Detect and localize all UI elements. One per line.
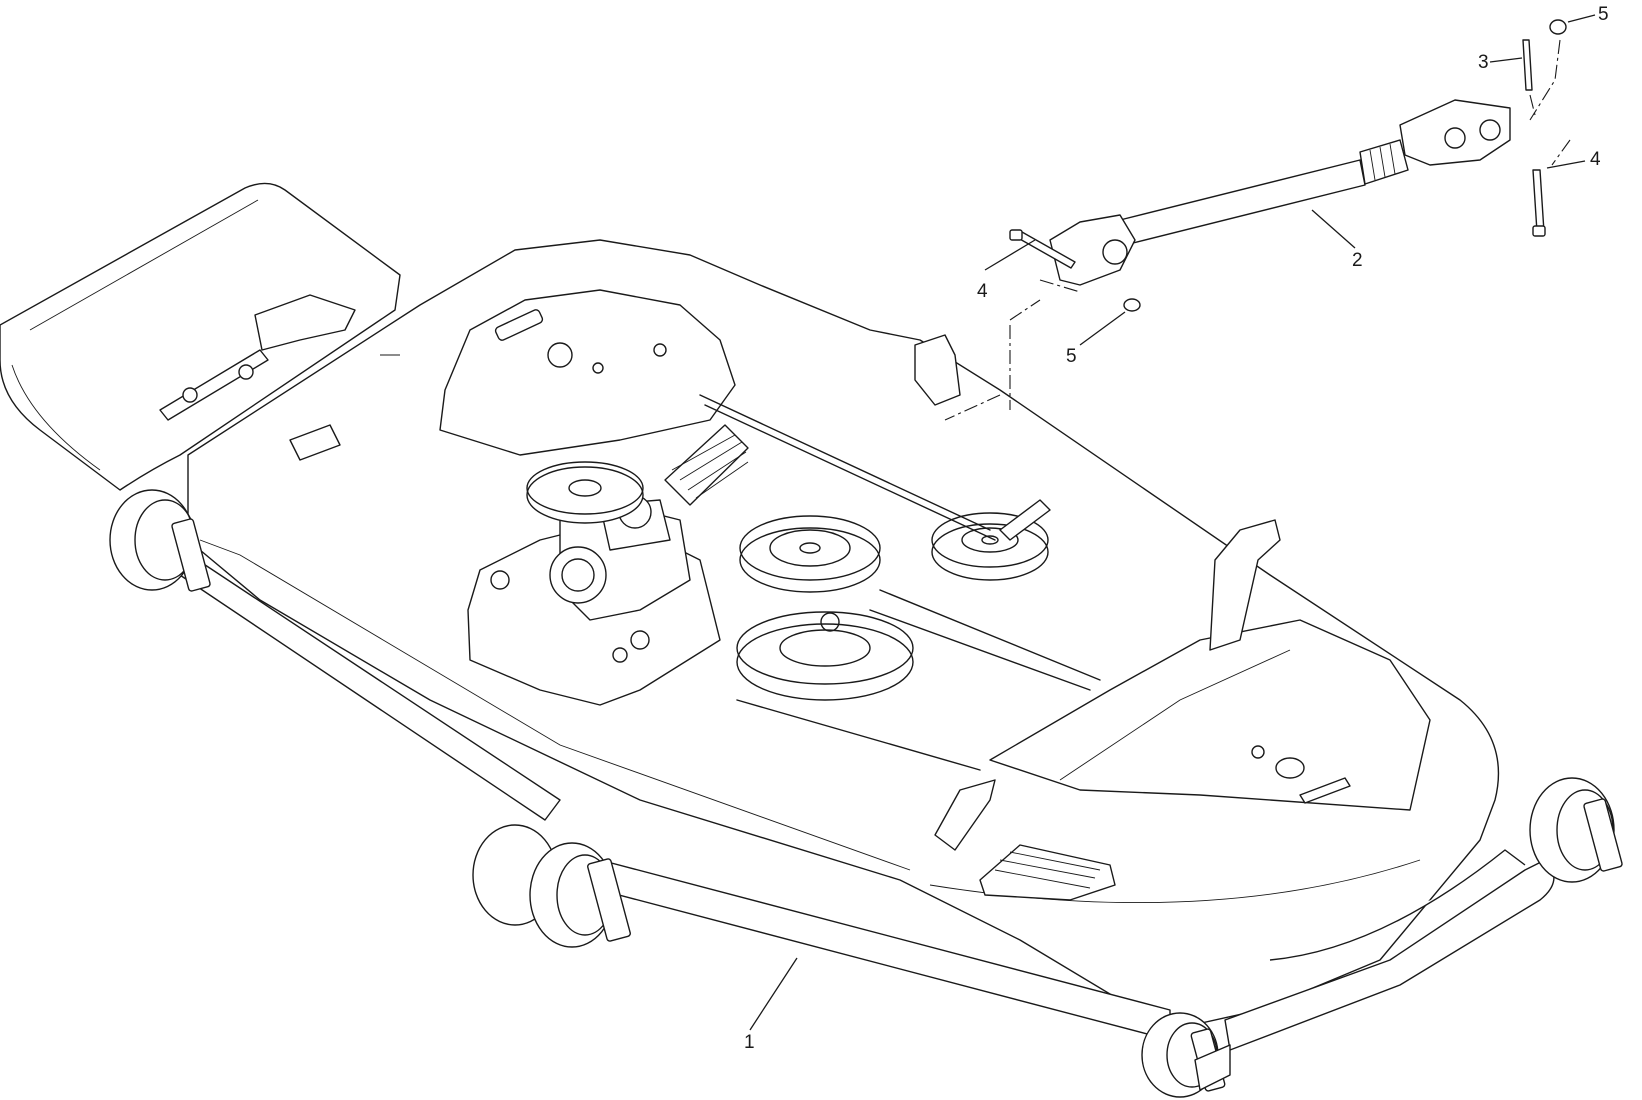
- leader-lines: [749, 14, 1596, 1031]
- caster-wheel-front-right: [1529, 777, 1623, 883]
- callout-5-right: 5: [1598, 4, 1609, 25]
- tension-spring: [664, 424, 749, 506]
- gearbox-cover: [439, 289, 736, 456]
- discharge-chute: [0, 182, 401, 491]
- callout-4-left: 4: [977, 281, 988, 302]
- callout-4-right: 4: [1590, 149, 1601, 170]
- callout-2: 2: [1352, 250, 1363, 271]
- bolt-4-right-head: [1532, 225, 1546, 237]
- pin-3: [1522, 39, 1533, 91]
- caster-wheel-front-left: [109, 489, 211, 592]
- drive-belt: [699, 394, 1101, 771]
- centerlines: [944, 39, 1571, 421]
- right-cover-plate: [989, 619, 1431, 811]
- bolt-4-right: [1532, 169, 1545, 233]
- pulley-center-upper: [739, 515, 881, 593]
- callout-5-left: 5: [1066, 346, 1077, 367]
- callout-labels: 1 2 3 4 4 5 5: [744, 4, 1609, 1053]
- leader-3: [1489, 57, 1523, 63]
- leader-5-right: [1567, 14, 1596, 23]
- drive-shaft-assembly: [1049, 99, 1511, 286]
- nut-5-right: [1549, 19, 1567, 35]
- callout-1: 1: [744, 1032, 755, 1053]
- leader-4-right: [1546, 160, 1586, 169]
- leader-5-left: [1079, 311, 1126, 346]
- leader-4-left: [984, 239, 1036, 271]
- callout-3: 3: [1478, 52, 1489, 73]
- bolt-4-left-head: [1009, 229, 1023, 241]
- deck-brackets: [914, 334, 1281, 1091]
- leader-1: [749, 957, 798, 1031]
- pulley-right: [931, 499, 1051, 581]
- gearbox: [467, 495, 721, 706]
- leader-2: [1311, 209, 1356, 249]
- nut-5-left: [1123, 298, 1141, 312]
- caster-wheel-rear-left-2: [529, 842, 631, 948]
- pulley-center-lower: [736, 611, 914, 701]
- pulley-left-idler: [526, 461, 644, 524]
- height-adjust-linkage: [159, 294, 356, 461]
- grate: [979, 844, 1116, 901]
